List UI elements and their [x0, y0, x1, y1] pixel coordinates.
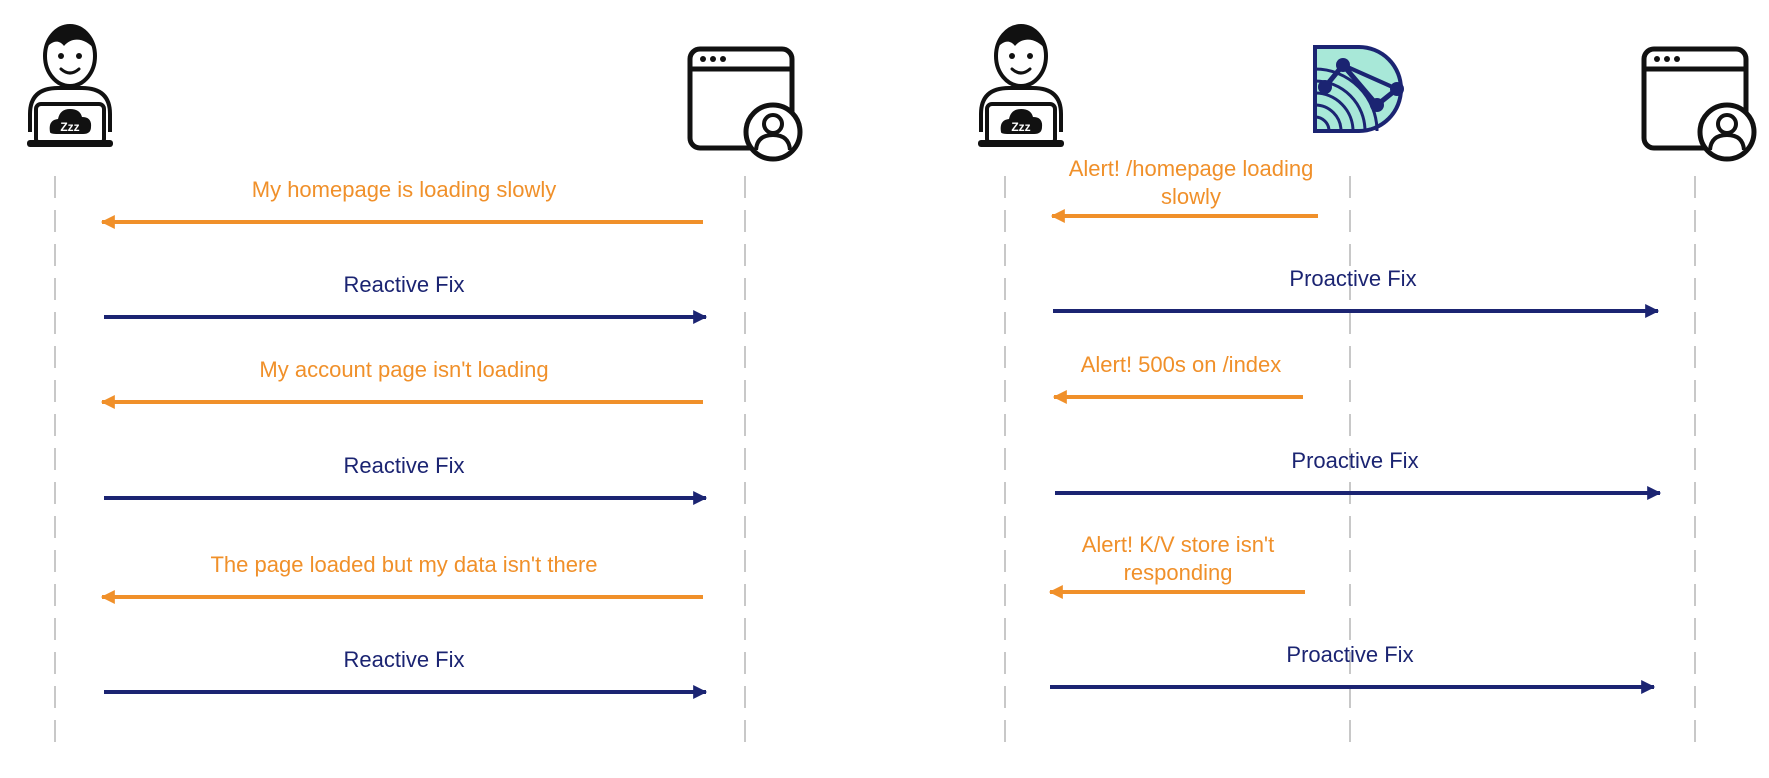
- alert-label-left-0: My homepage is loading slowly: [251, 177, 557, 202]
- browser-user-icon: [1644, 49, 1754, 159]
- browser-user-icon: [690, 49, 800, 159]
- alert-label-right-4: Alert! K/V store isn't responding: [1081, 532, 1275, 585]
- alert-label-right-0: Alert! /homepage loading slowly: [1068, 156, 1314, 209]
- user-sleeping-laptop-icon: [25, 24, 115, 149]
- monitoring-logo-icon: [1313, 45, 1404, 133]
- alert-label-left-2: My account page isn't loading: [259, 357, 549, 382]
- alert-label-right-2: Alert! 500s on /index: [1080, 352, 1282, 377]
- fix-label-left-1: Reactive Fix: [343, 272, 465, 297]
- alert-label-left-4: The page loaded but my data isn't there: [210, 552, 598, 577]
- fix-label-right-5: Proactive Fix: [1286, 642, 1414, 667]
- fix-label-left-3: Reactive Fix: [343, 453, 465, 478]
- user-sleeping-laptop-icon: [976, 24, 1066, 149]
- fix-label-right-3: Proactive Fix: [1291, 448, 1419, 473]
- fix-label-left-5: Reactive Fix: [343, 647, 465, 672]
- fix-label-right-1: Proactive Fix: [1289, 266, 1417, 291]
